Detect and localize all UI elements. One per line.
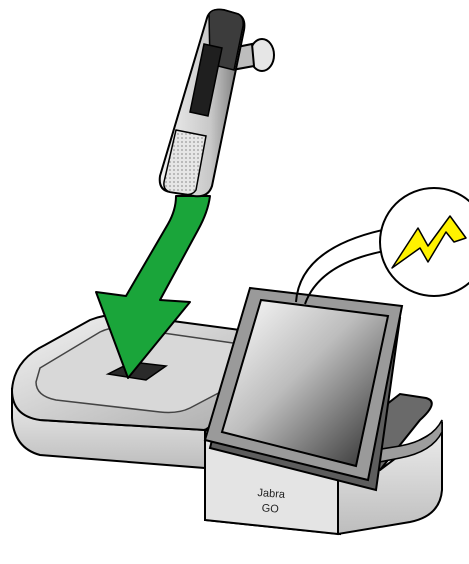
- brand-label-line2: GO: [261, 502, 279, 515]
- headset-icon: [160, 10, 274, 197]
- bubble-tail: [296, 228, 392, 304]
- speech-bubble-icon: [296, 188, 469, 304]
- brand-label-line1: Jabra: [257, 487, 286, 501]
